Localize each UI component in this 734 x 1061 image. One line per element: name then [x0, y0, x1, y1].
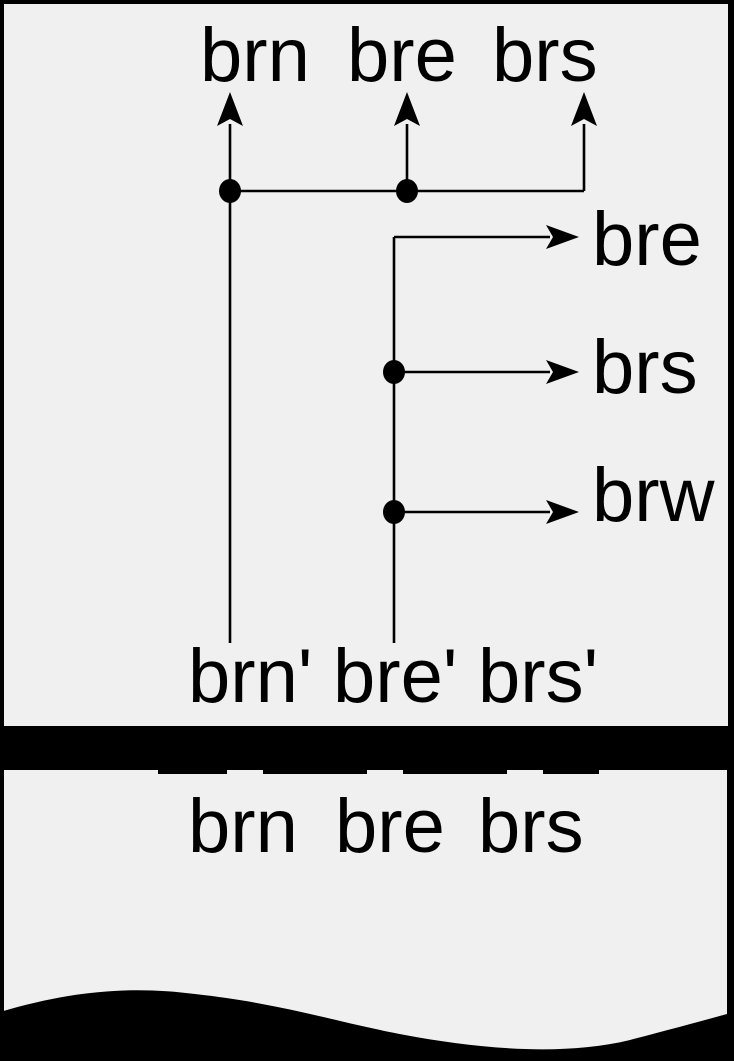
signal-label-brs-out: brs — [592, 325, 698, 410]
arrowhead-up-icon — [571, 92, 597, 126]
lower-top-labels: brn bre brs — [188, 784, 584, 869]
cut-separator-tabs — [158, 770, 599, 774]
wires — [228, 124, 586, 643]
arrowhead-right-icon — [546, 225, 579, 249]
upper-right-labels: bre brs brw — [592, 197, 716, 538]
signal-label-brs-2: brs — [478, 784, 584, 869]
junction-dot — [396, 179, 418, 203]
signal-label-brw-out: brw — [592, 453, 716, 538]
cut-tab — [158, 770, 227, 774]
signal-label-bre-prime: bre' — [333, 634, 457, 719]
signal-label-brs-prime: brs' — [478, 634, 598, 719]
arrowheads — [217, 92, 597, 524]
signal-label-brn-prime: brn' — [188, 634, 312, 719]
junction-dots — [219, 179, 418, 524]
arrowhead-right-icon — [546, 360, 579, 384]
arrowhead-up-icon — [394, 92, 420, 126]
arrowhead-up-icon — [217, 92, 243, 126]
signal-label-brs: brs — [492, 13, 598, 98]
junction-dot — [383, 500, 405, 524]
arrowhead-right-icon — [546, 500, 579, 524]
cut-tab — [403, 770, 507, 774]
signal-label-brn: brn — [200, 13, 310, 98]
junction-dot — [219, 179, 241, 203]
upper-top-labels: brn bre brs — [200, 13, 598, 98]
junction-dot — [383, 360, 405, 384]
upper-bottom-labels: brn' bre' brs' — [188, 634, 598, 719]
signal-label-bre-out: bre — [592, 197, 702, 282]
cut-tab — [263, 770, 367, 774]
cut-tab — [543, 770, 599, 774]
torn-edge-wave — [0, 990, 734, 1061]
signal-label-brn-2: brn — [188, 784, 298, 869]
upper-panel — [4, 4, 728, 726]
signal-label-bre-2: bre — [335, 784, 445, 869]
signal-label-bre: bre — [347, 13, 457, 98]
